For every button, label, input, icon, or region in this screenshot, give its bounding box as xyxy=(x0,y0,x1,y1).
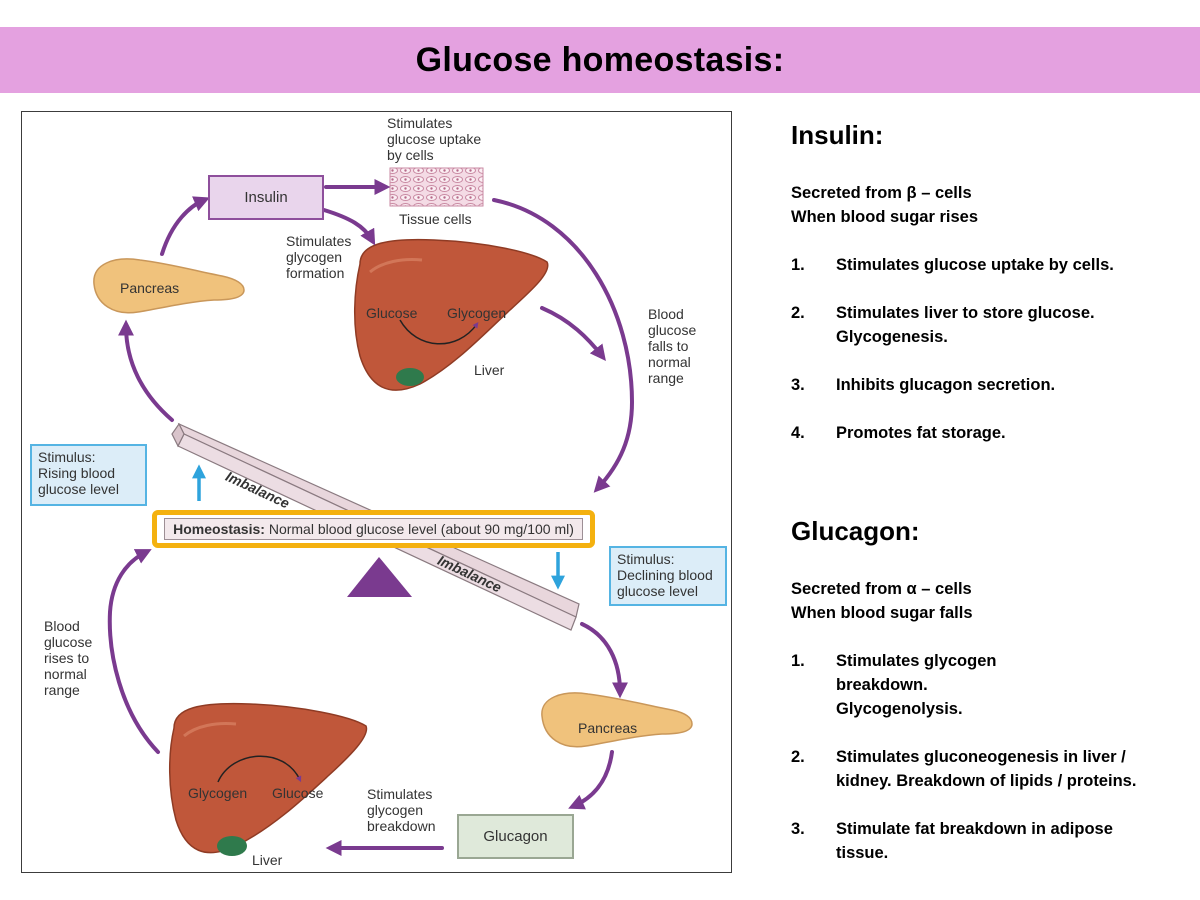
homeostasis-diagram: Stimulates glucose uptake by cells Tissu… xyxy=(21,111,732,873)
liver-bottom-glycogen-label: Glycogen xyxy=(188,785,248,801)
stimulates-glycogen-formation-label: Stimulates glycogen formation xyxy=(286,233,352,281)
arrow-insulin-to-liver xyxy=(322,208,376,246)
glucagon-when: When blood sugar falls xyxy=(791,604,973,622)
arrow-pancreas-to-insulin xyxy=(160,196,210,256)
pancreas-bottom-shape xyxy=(541,692,693,748)
insulin-when: When blood sugar rises xyxy=(791,208,979,226)
insulin-list: 1.Stimulates glucose uptake by cells. 2.… xyxy=(791,253,1166,445)
liver-bottom-shape xyxy=(169,702,368,856)
arrow-liver-to-falls xyxy=(540,306,606,362)
arrow-liver-rises xyxy=(107,549,160,754)
liver-bottom-label: Liver xyxy=(252,852,283,868)
tissue-cells-image xyxy=(389,167,484,207)
pancreas-top-label: Pancreas xyxy=(120,280,180,296)
stimulates-uptake-label: Stimulates glucose uptake by cells xyxy=(387,115,482,163)
page-title: Glucose homeostasis: xyxy=(415,40,785,79)
glucagon-list: 1.Stimulates glycogen breakdown. Glycoge… xyxy=(791,649,1166,865)
arrow-imbalance-to-pancreas-top xyxy=(118,319,174,422)
insulin-item: 2.Stimulates liver to store glucose. Gly… xyxy=(791,304,1095,346)
liver-top-arrow xyxy=(399,319,479,345)
glucagon-item: 3.Stimulate fat breakdown in adipose tis… xyxy=(791,820,1113,862)
glucagon-section: Glucagon: Secreted from α – cells When b… xyxy=(791,516,1166,865)
liver-top-glucose-label: Glucose xyxy=(366,305,418,321)
liver-bottom-glucose-label: Glucose xyxy=(272,785,324,801)
arrow-pancreas-to-glucagon xyxy=(568,750,614,810)
pancreas-bottom-label: Pancreas xyxy=(578,720,638,736)
stimulates-glycogen-breakdown-label: Stimulates glycogen breakdown xyxy=(367,786,436,834)
insulin-item: 3.Inhibits glucagon secretion. xyxy=(791,376,1056,394)
liver-top-label: Liver xyxy=(474,362,505,378)
stimulus-declining-box: Stimulus: Declining blood glucose level xyxy=(609,546,727,606)
liver-top-shape xyxy=(354,238,549,391)
arrow-tissue-to-liver-right xyxy=(492,198,635,493)
arrow-beam-to-pancreas-bottom xyxy=(580,622,628,699)
stimulus-rising-box: Stimulus: Rising blood glucose level xyxy=(30,444,147,506)
insulin-heading: Insulin: xyxy=(791,120,884,150)
liver-top-glycogen-label: Glycogen xyxy=(447,305,507,321)
blood-glucose-falls-label: Blood glucose falls to normal range xyxy=(648,306,697,386)
homeostasis-label: Homeostasis: Normal blood glucose level … xyxy=(164,518,583,540)
fulcrum xyxy=(347,557,412,597)
insulin-section: Insulin: Secreted from β – cells When bl… xyxy=(791,120,1166,445)
insulin-secreted: Secreted from β – cells xyxy=(791,184,972,202)
glucagon-box: Glucagon xyxy=(457,814,574,859)
insulin-item: 1.Stimulates glucose uptake by cells. xyxy=(791,256,1114,274)
homeostasis-highlight: Homeostasis: Normal blood glucose level … xyxy=(152,510,595,548)
blood-glucose-rises-label: Blood glucose rises to normal range xyxy=(44,618,93,698)
liver-bottom-arrow xyxy=(217,755,302,783)
glucagon-item: 2.Stimulates gluconeogenesis in liver / … xyxy=(791,748,1137,790)
insulin-box: Insulin xyxy=(208,175,324,220)
title-banner: Glucose homeostasis: xyxy=(0,27,1200,93)
insulin-item: 4.Promotes fat storage. xyxy=(791,424,1006,442)
glucagon-heading: Glucagon: xyxy=(791,516,920,546)
glucagon-item: 1.Stimulates glycogen breakdown. Glycoge… xyxy=(791,652,997,718)
glucagon-secreted: Secreted from α – cells xyxy=(791,580,972,598)
tissue-cells-label: Tissue cells xyxy=(399,211,472,227)
pancreas-top-shape xyxy=(93,258,245,314)
